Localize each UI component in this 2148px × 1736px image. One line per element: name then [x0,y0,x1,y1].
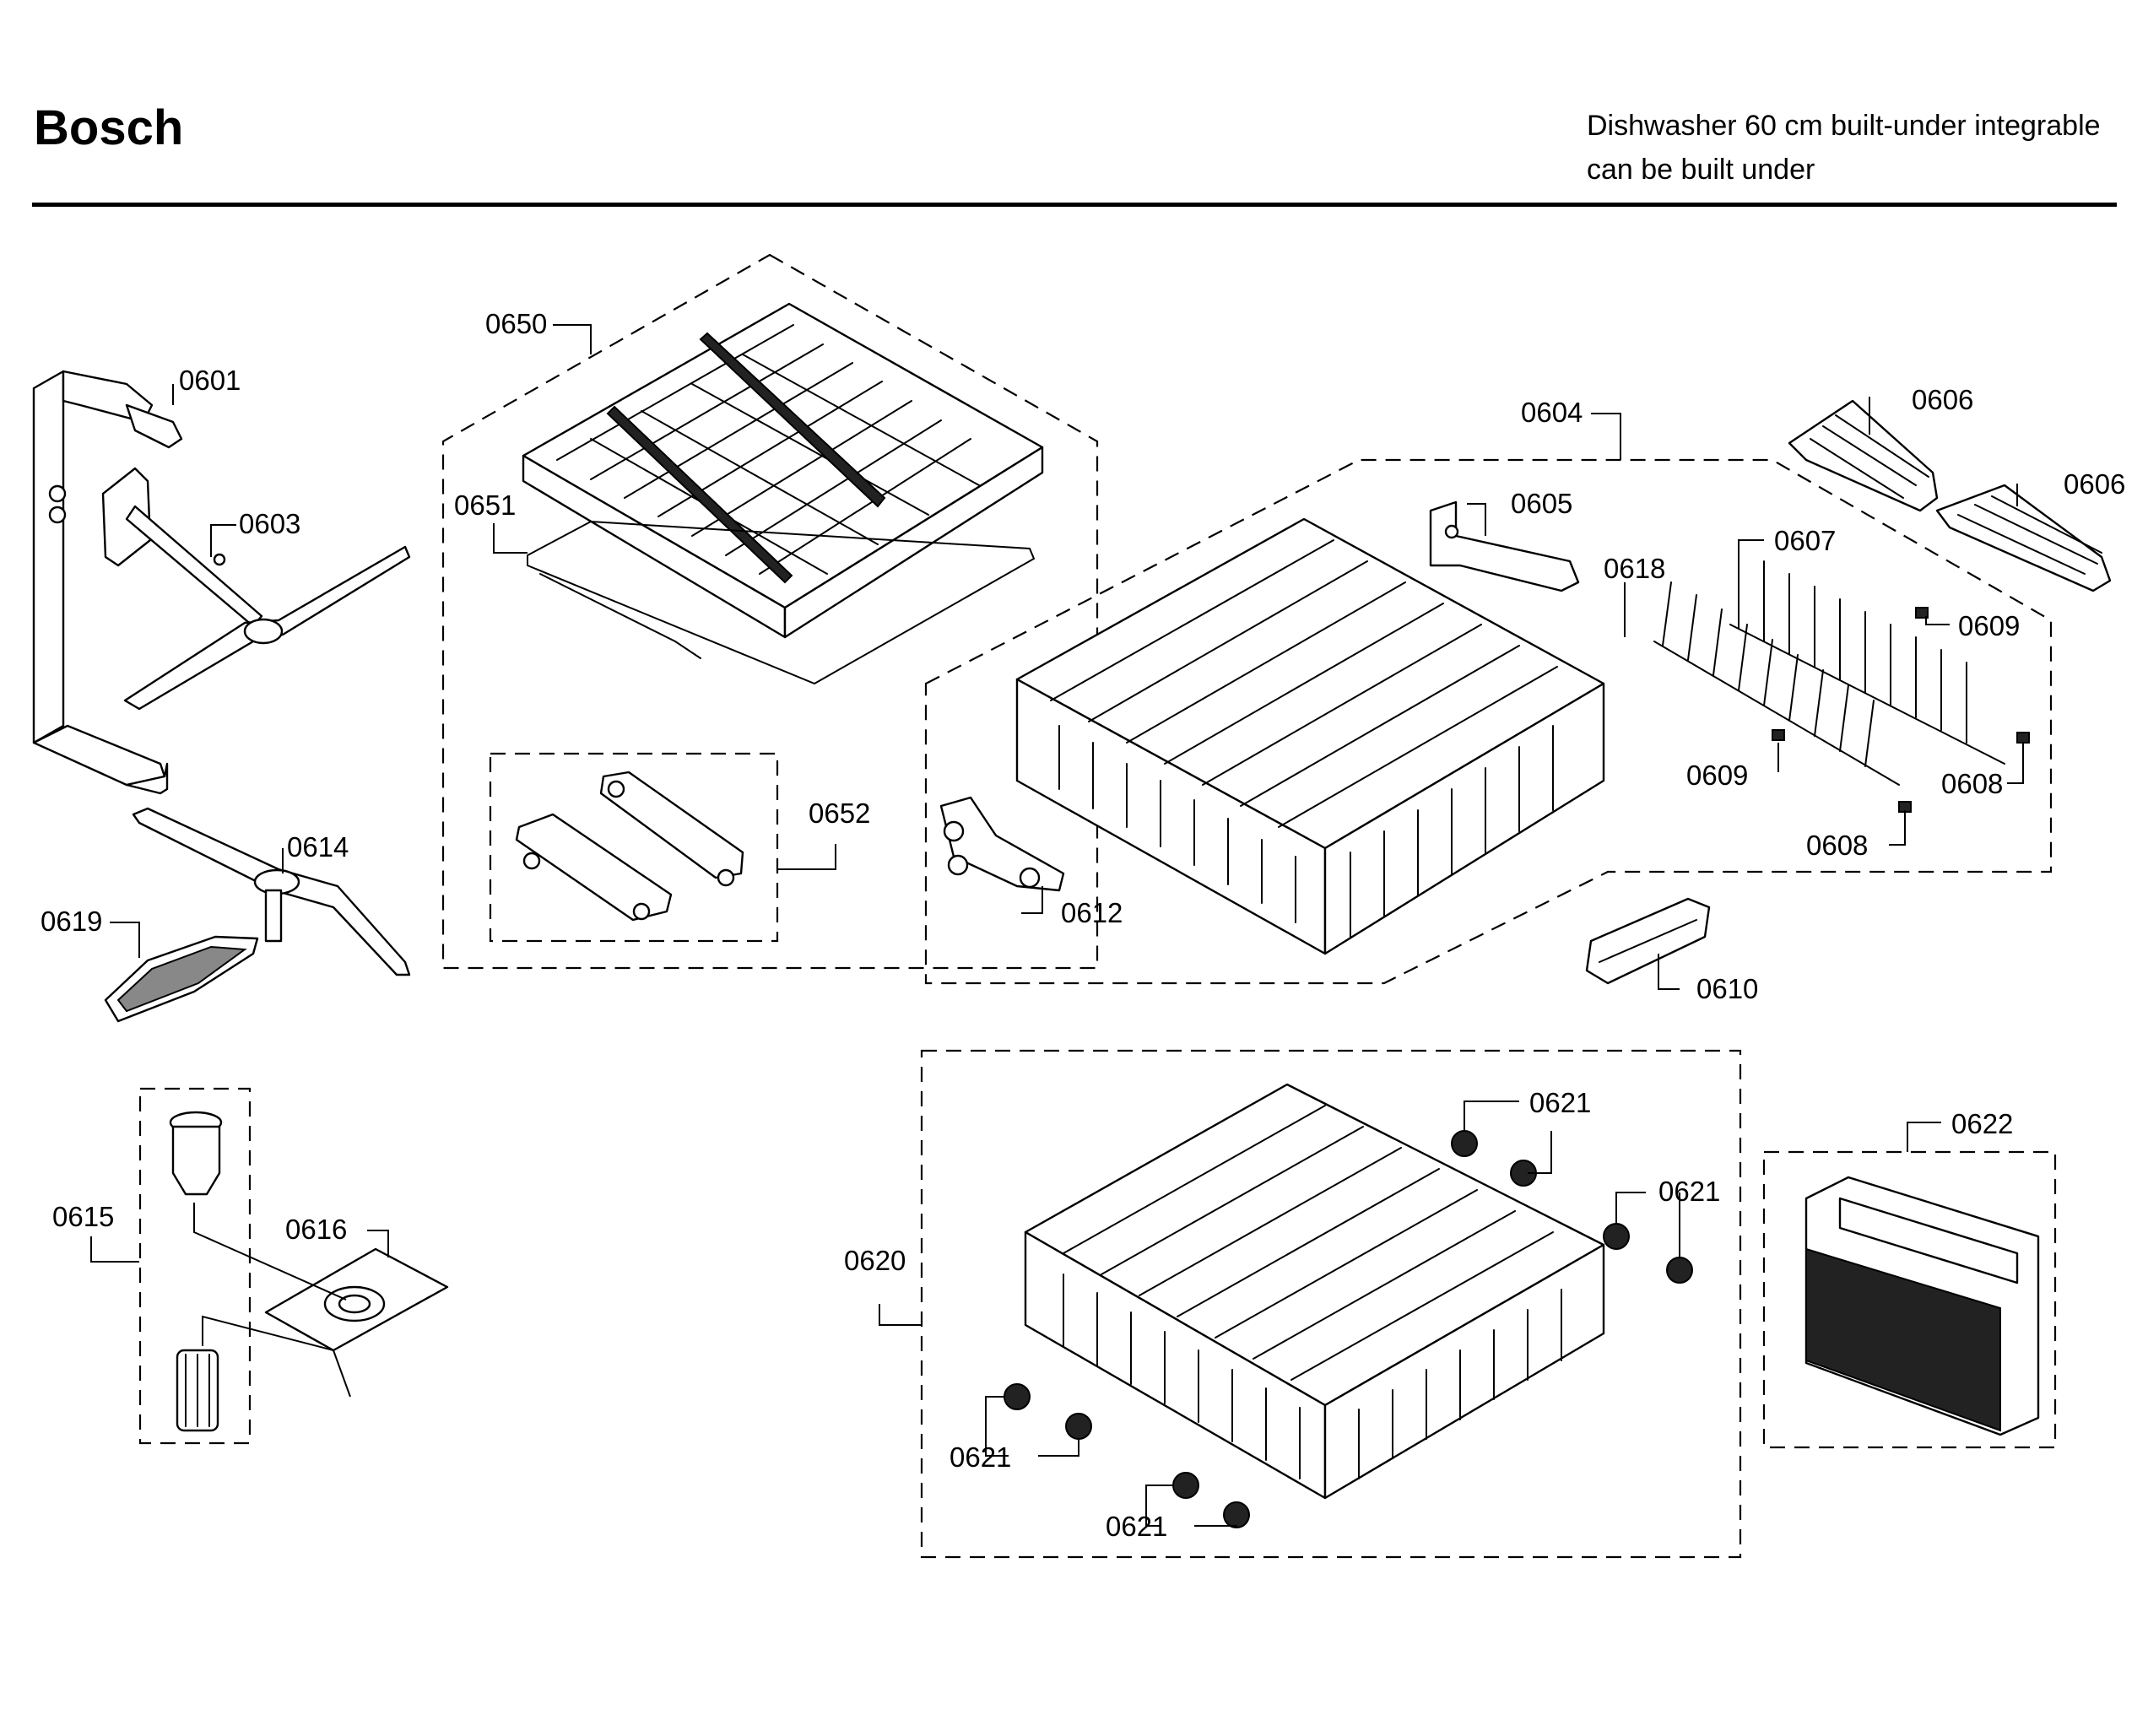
tine-clips-part [1772,607,2030,813]
callout-0615: 0615 [52,1201,114,1232]
model-description-line-2: can be built under [1587,154,1815,186]
lower-rack-part [1024,1083,1605,1500]
knife-shelf-part-1 [1788,399,1939,512]
callout-0621-right: 0621 [1658,1176,1720,1207]
third-rack-frame-part [527,520,1036,685]
callout-0621-bottom: 0621 [1106,1511,1167,1542]
micro-filter-part [264,1247,449,1352]
callout-0607: 0607 [1774,525,1836,556]
upper-rack-part [1015,517,1605,955]
callout-0608-left: 0608 [1806,830,1868,861]
group-box-rack-rails [489,752,779,943]
rack-adjuster-right-part [1429,500,1580,592]
callout-0610: 0610 [1696,973,1758,1004]
spray-supply-tube-part [32,370,183,795]
leader-lines [90,324,2024,1528]
callout-0609-left: 0609 [1686,760,1748,791]
brand-title: Bosch [34,100,184,155]
upper-spray-arm-part [101,467,411,711]
callout-0618: 0618 [1604,553,1665,584]
callout-0603: 0603 [239,508,300,539]
callout-0620: 0620 [844,1245,906,1276]
filter-part [169,1111,223,1432]
callout-0601: 0601 [179,365,241,396]
knife-shelf-part-2 [1935,484,2112,592]
tine-rack-part-0618 [1653,581,1900,786]
callout-0616: 0616 [285,1214,347,1245]
tine-rack-part-0607 [1729,548,2005,765]
callout-0608-right: 0608 [1941,768,2003,799]
rack-adjuster-left-part [939,796,1065,892]
callout-0622: 0622 [1951,1108,2013,1139]
callout-0650: 0650 [485,308,547,339]
rack-wheels-part [1004,1130,1693,1528]
third-rack-part [522,302,1044,639]
callout-0651: 0651 [454,489,516,521]
callout-0621-left: 0621 [950,1441,1011,1473]
callout-0609-right: 0609 [1958,610,2020,641]
group-box-third-rack [441,253,1099,970]
model-description-line-1: Dishwasher 60 cm built-under integrable [1587,110,2101,142]
callout-0652: 0652 [809,798,870,829]
cutlery-basket-part [1804,1176,2040,1436]
third-rack-rails-part [515,771,744,922]
callout-0612: 0612 [1061,897,1123,928]
callout-0605: 0605 [1511,488,1572,519]
callout-0606-right: 0606 [2064,468,2125,500]
callout-0606-top: 0606 [1912,384,1973,415]
callout-0621-top: 0621 [1529,1087,1591,1118]
group-box-upper-rack [924,458,2053,985]
callout-0614: 0614 [287,831,349,863]
group-box-filter [138,1087,252,1445]
header-divider [32,203,2117,207]
filter-cover-part [104,935,259,1023]
callout-0604: 0604 [1521,397,1583,428]
rack-handle-part [1585,897,1711,985]
callout-0619: 0619 [41,906,102,937]
lower-spray-arm-part [132,807,411,976]
